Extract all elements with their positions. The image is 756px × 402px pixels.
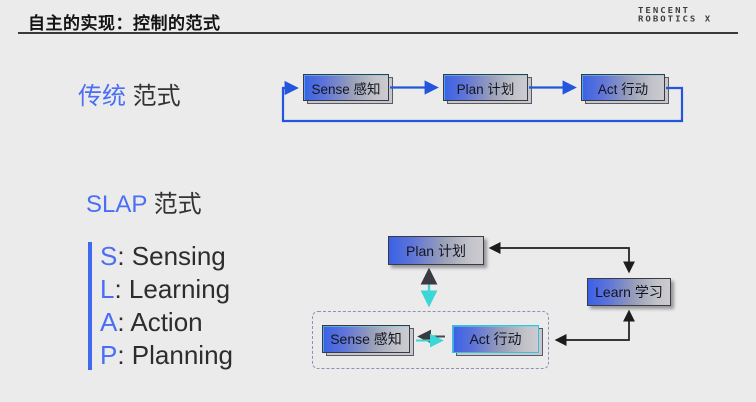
d1-plan-box: Plan 计划 <box>443 74 528 101</box>
legend-item-planning: P: Planning <box>100 339 233 372</box>
legend-rest-a: : Action <box>117 307 203 337</box>
legend-rest-s: : Sensing <box>117 241 226 271</box>
d1-sense-box: Sense 感知 <box>303 74 389 101</box>
legend-letter-p: P <box>100 340 118 370</box>
legend-item-learning: L: Learning <box>100 273 233 306</box>
d2-plan-learn-arrow <box>488 242 635 274</box>
tencent-robotics-logo: TENCENT ROBOTICS X <box>638 7 712 24</box>
slap-heading-rest: 范式 <box>146 191 202 218</box>
slap-heading: SLAP 范式 <box>86 184 202 219</box>
d2-act-learn-arrow <box>554 309 635 346</box>
legend-letter-a: A <box>100 307 118 337</box>
legend-rest-l: : Learning <box>114 274 231 304</box>
d2-act-box: Act 行动 <box>452 325 539 353</box>
d1-act-box: Act 行动 <box>581 74 665 101</box>
slap-heading-highlight: SLAP <box>86 191 147 218</box>
legend-item-sensing: S: Sensing <box>100 240 233 273</box>
traditional-heading: 传统 范式 <box>78 76 181 111</box>
traditional-heading-highlight: 传统 <box>78 83 126 110</box>
logo-line-tencent: TENCENT <box>638 7 690 16</box>
d2-sense-box: Sense 感知 <box>322 325 410 353</box>
d2-learn-box: Learn 学习 <box>587 278 671 306</box>
d2-plan-box: Plan 计划 <box>388 236 484 265</box>
page-title: 自主的实现：控制的范式 <box>28 14 221 33</box>
d2-sense-act-group <box>312 311 549 369</box>
legend-item-action: A: Action <box>100 306 233 339</box>
legend-accent-bar <box>88 242 92 370</box>
traditional-heading-rest: 范式 <box>126 83 181 110</box>
legend-letter-l: L <box>100 274 115 304</box>
legend-letter-s: S <box>100 241 118 271</box>
logo-line-robotics: ROBOTICS X <box>638 15 713 25</box>
slap-legend: S: Sensing L: Learning A: Action P: Plan… <box>88 240 233 372</box>
title-divider <box>18 32 738 34</box>
legend-rest-p: : Planning <box>117 340 233 370</box>
